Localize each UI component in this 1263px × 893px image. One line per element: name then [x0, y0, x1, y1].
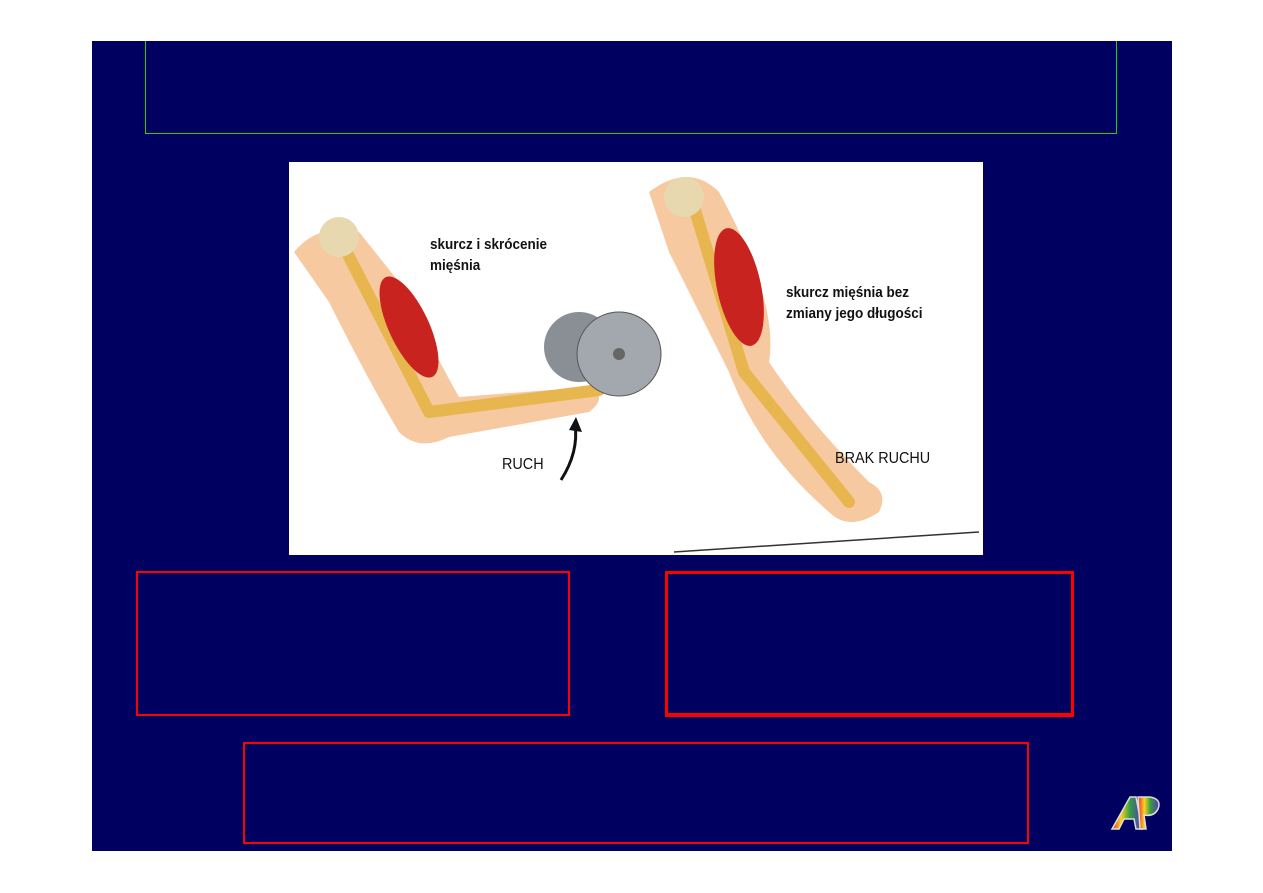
text-box-bottom — [243, 742, 1029, 844]
left-shoulder — [319, 217, 359, 257]
arrow-up-icon — [559, 423, 578, 481]
label-brak-ruchu: BRAK RUCHU — [835, 450, 931, 467]
right-arm-skin — [649, 177, 883, 522]
title-placeholder — [145, 41, 1117, 134]
ap-logo — [1110, 795, 1162, 831]
label-left: skurcz i skrócenie mięśnia — [430, 236, 548, 274]
text-box-left — [136, 571, 570, 716]
text-box-right — [665, 571, 1074, 717]
label-ruch: RUCH — [502, 456, 544, 473]
left-biceps — [379, 276, 439, 378]
right-biceps — [714, 228, 764, 346]
arms-drawing — [294, 177, 980, 553]
label-right: skurcz mięśnia bez zmiany jego długości — [786, 284, 923, 322]
left-arm-bones — [338, 241, 605, 418]
left-arm-skin — [294, 229, 599, 444]
right-arm-bones — [688, 201, 855, 508]
rope-line — [673, 531, 980, 553]
right-shoulder — [664, 177, 704, 217]
muscle-contraction-illustration: skurcz i skrócenie mięśnia skurcz mięśni… — [289, 162, 983, 555]
